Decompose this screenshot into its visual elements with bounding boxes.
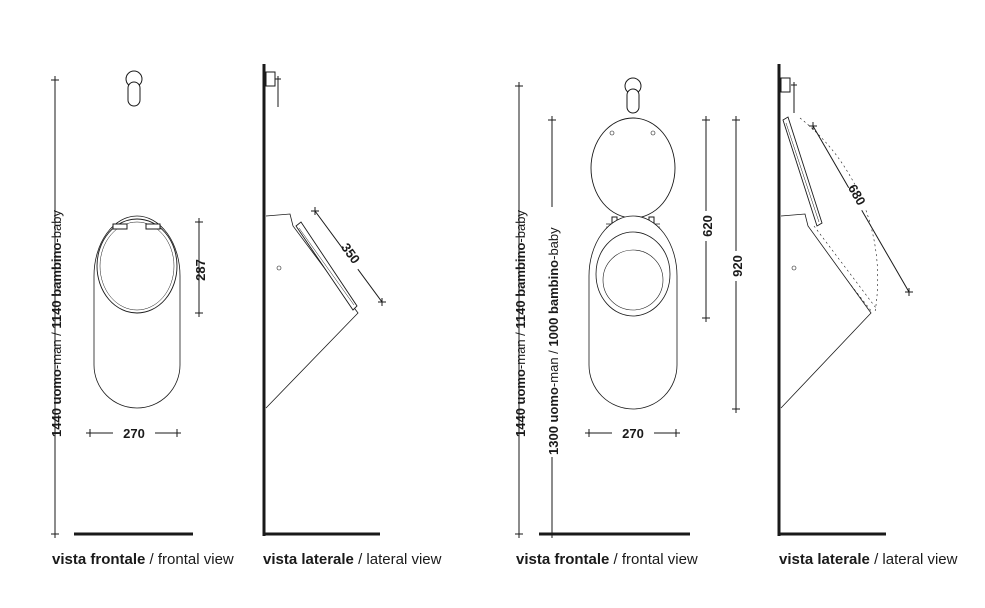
caption-sep: / <box>609 551 622 568</box>
caption-frontal-view-2: vista frontale / frontal view <box>516 551 698 568</box>
panel-lateral-view-2 <box>777 64 914 536</box>
caption-it: vista frontale <box>52 551 146 568</box>
height-label-frontal-2a: 1440 uomo-man / 1140 bambino-baby <box>513 210 528 437</box>
hinge-left <box>112 223 128 230</box>
caption-it: vista laterale <box>263 551 354 568</box>
lid-open <box>590 117 676 219</box>
caption-sep: / <box>145 551 158 568</box>
caption-lateral-view-1: vista laterale / lateral view <box>263 551 441 568</box>
width-dim-label-1: 270 <box>123 426 145 441</box>
width-dim-label-2: 270 <box>622 426 644 441</box>
flush-valve-icon-2 <box>624 77 642 114</box>
hinge-right <box>145 223 161 230</box>
urinal-side-profile <box>265 213 359 409</box>
panel-frontal-view-2 <box>514 77 741 539</box>
caption-en: lateral view <box>366 551 442 568</box>
lid-raised-side <box>782 116 823 227</box>
lid-closed <box>96 218 178 314</box>
lid-open-dim-label: 620 <box>700 215 715 237</box>
caption-en: frontal view <box>621 551 698 568</box>
urinal-side-profile-2 <box>780 213 872 409</box>
lid-dim-label-1: 287 <box>193 259 208 281</box>
caption-it: vista frontale <box>516 551 610 568</box>
caption-en: lateral view <box>882 551 958 568</box>
caption-sep: / <box>869 551 883 568</box>
total-height-dim-label: 920 <box>730 255 745 277</box>
flush-valve-side-icon <box>265 71 281 107</box>
panel-frontal-view-1 <box>50 70 204 539</box>
caption-sep: / <box>353 551 367 568</box>
caption-frontal-view-1: vista frontale / frontal view <box>52 551 234 568</box>
caption-lateral-view-2: vista laterale / lateral view <box>779 551 957 568</box>
flush-valve-icon <box>125 70 143 107</box>
caption-it: vista laterale <box>779 551 870 568</box>
panel-lateral-view-1 <box>262 64 387 536</box>
caption-en: frontal view <box>157 551 234 568</box>
height-label-frontal-1: 1440 uomo-man / 1140 bambino-baby <box>49 210 64 437</box>
height-label-frontal-2b: 1300 uomo-man / 1000 bambino-baby <box>546 227 561 455</box>
flush-valve-side-icon-2 <box>780 77 797 113</box>
